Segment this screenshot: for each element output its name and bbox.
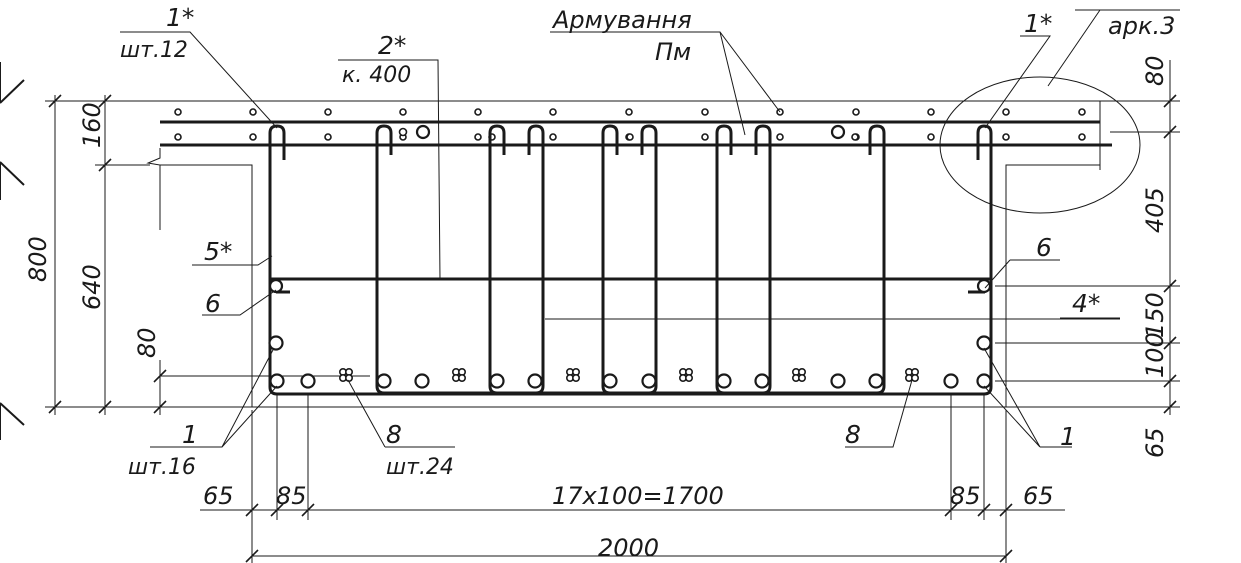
section-cut-arrows xyxy=(0,62,25,440)
dim-right-top: 80 xyxy=(1141,55,1169,86)
slab-dots-bottom xyxy=(174,127,1086,141)
label-mark-1-top-right: 1* xyxy=(1024,9,1052,38)
dim-right-low: 100 xyxy=(1141,332,1169,378)
slab-rebars xyxy=(160,120,1112,147)
label-sheet-ref: арк.3 xyxy=(1108,12,1175,40)
horizontal-bars xyxy=(160,277,1120,377)
slab-large-bars xyxy=(415,124,846,140)
label-mark-5: 5* xyxy=(204,237,232,266)
dim-bottom-right-85: 85 xyxy=(950,482,981,510)
dim-left-bottom: 80 xyxy=(133,327,161,358)
dim-bottom-spacing: 17x100=1700 xyxy=(552,482,724,510)
label-mark-4: 4* xyxy=(1072,289,1100,318)
label-mark-8-right: 8 xyxy=(845,420,861,449)
dim-bottom-total: 2000 xyxy=(598,534,659,562)
label-mark-8-left: 8 xyxy=(386,420,402,449)
right-dimensions xyxy=(995,60,1180,415)
annotation-labels: 1* шт.12 2* к. 400 Армування Пм 1* арк.3… xyxy=(120,3,1175,480)
label-mark-1-top-left: 1* xyxy=(166,3,194,32)
inner-stirrups xyxy=(375,124,886,395)
left-dimensions xyxy=(45,94,252,415)
dim-right-mid: 150 xyxy=(1141,292,1169,338)
label-qty-16: шт.16 xyxy=(128,455,196,480)
label-qty-24: шт.24 xyxy=(386,455,454,480)
dim-right-bottom: 65 xyxy=(1141,427,1169,458)
label-mark-1-bottom-left: 1 xyxy=(182,420,198,449)
slab-dots-top xyxy=(174,108,1086,116)
dim-bottom-right-65: 65 xyxy=(1023,482,1054,510)
dim-right-upper: 405 xyxy=(1141,187,1169,233)
leader-lines xyxy=(120,9,1180,448)
bottom-bars xyxy=(268,278,992,389)
label-spacing-k400: к. 400 xyxy=(342,63,411,88)
label-mark-1-bottom-right: 1 xyxy=(1060,422,1076,451)
dim-left-web: 640 xyxy=(78,264,106,310)
concrete-outline xyxy=(146,100,1101,408)
dim-bottom-left-85: 85 xyxy=(276,482,307,510)
outer-stirrup xyxy=(268,124,993,396)
label-pm: Пм xyxy=(655,38,691,66)
label-mark-6-right: 6 xyxy=(1036,233,1052,262)
dim-left-slab: 160 xyxy=(78,102,106,148)
bottom-dimensions xyxy=(200,395,1065,563)
dim-left-total: 800 xyxy=(24,236,52,282)
dimension-values: 800 160 640 80 80 405 150 100 65 65 85 1… xyxy=(24,55,1169,562)
detail-ellipse xyxy=(939,76,1141,214)
label-mark-2: 2* xyxy=(378,31,406,60)
dim-bottom-left-65: 65 xyxy=(203,482,234,510)
bundled-bars xyxy=(339,368,920,383)
label-mark-6-left: 6 xyxy=(205,289,221,318)
label-reinforcement: Армування xyxy=(551,6,692,34)
label-qty-12: шт.12 xyxy=(120,38,188,63)
